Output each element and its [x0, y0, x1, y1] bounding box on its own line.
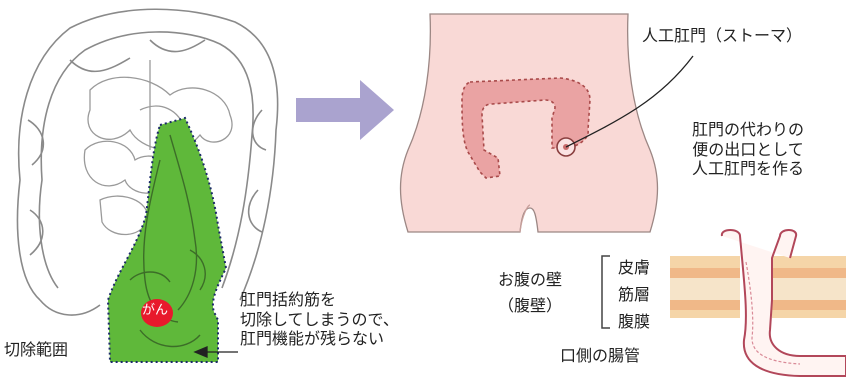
stoma-label: 人工肛門（ストーマ） [642, 26, 803, 45]
cancer-tumor [141, 299, 173, 327]
cancer-label: がん [142, 303, 169, 318]
wall-right-block [772, 256, 846, 318]
layer-muscle-label: 筋層 [618, 285, 651, 304]
oral-intestine-label: 口側の腸管 [560, 346, 641, 365]
remaining-colon [461, 77, 591, 179]
large-intestine-outline [16, 8, 279, 316]
layer-peritoneum-label: 腹膜 [618, 312, 651, 331]
resection-range-label: 切除範囲 [4, 340, 69, 359]
wall-bracket [601, 255, 610, 329]
stoma-note-line-2: 便の出口として [692, 139, 804, 159]
abdominal-wall-line-1: お腹の壁 [498, 270, 563, 289]
torso-crease [519, 204, 531, 233]
wall-layers-labels: 皮膚 筋層 腹膜 [618, 254, 650, 335]
stoma-leader [565, 55, 694, 148]
layer-skin-label: 皮膚 [618, 258, 651, 277]
sphincter-note-line-2: 切除してしまうので、 [240, 309, 399, 329]
wall-left-block [670, 256, 740, 318]
intestine-tube-inner [745, 261, 801, 365]
sphincter-note: 肛門括約筋を 切除してしまうので、 肛門機能が残らない [240, 290, 399, 349]
sphincter-note-line-1: 肛門括約筋を [240, 290, 337, 309]
stoma-note-line-1: 肛門の代わりの [692, 120, 805, 139]
stoma-note-line-3: 人工肛門を作る [692, 159, 805, 179]
abdomen-torso [399, 13, 659, 233]
resection-area [106, 116, 228, 363]
abdominal-wall-line-2: （腹壁） [498, 295, 563, 315]
abdominal-wall-label: お腹の壁 （腹壁） [498, 270, 562, 315]
stoma-note: 肛門の代わりの 便の出口として 人工肛門を作る [692, 120, 804, 179]
intestine-tube [720, 229, 846, 377]
direction-arrow [296, 80, 394, 140]
resection-pointer [193, 346, 238, 358]
sphincter-note-line-3: 肛門機能が残らない [240, 329, 385, 349]
